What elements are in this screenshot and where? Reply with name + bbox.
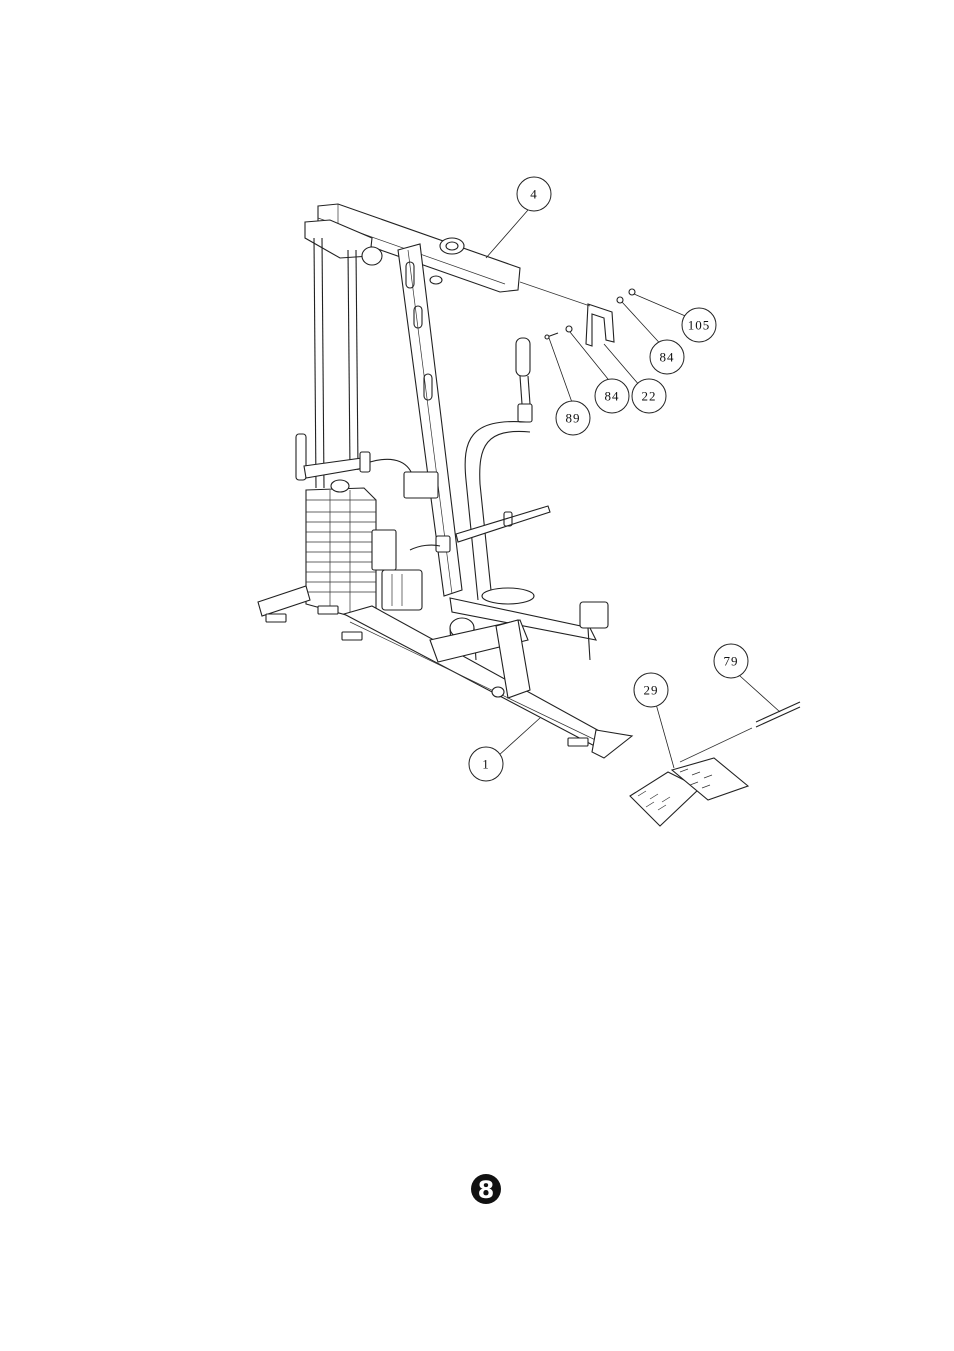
callout-29: 29 (634, 673, 668, 707)
svg-text:4: 4 (530, 187, 538, 202)
weight-stack (306, 480, 376, 616)
page-number-badge: 8 (471, 1174, 501, 1204)
callout-84-upper: 84 (650, 340, 684, 374)
svg-text:84: 84 (660, 350, 675, 365)
gym-frame-drawing (258, 204, 632, 758)
callout-84-lower: 84 (595, 379, 629, 413)
callout-79: 79 (714, 644, 748, 678)
svg-text:1: 1 (482, 757, 490, 772)
svg-text:105: 105 (688, 318, 711, 333)
foot-plates (630, 758, 748, 826)
svg-text:84: 84 (605, 389, 620, 404)
svg-text:8: 8 (478, 1176, 495, 1204)
callout-22: 22 (632, 379, 666, 413)
svg-text:22: 22 (642, 389, 657, 404)
callout-105: 105 (682, 308, 716, 342)
svg-text:89: 89 (566, 411, 581, 426)
callout-4: 4 (517, 177, 551, 211)
callout-1: 1 (469, 747, 503, 781)
svg-text:79: 79 (724, 654, 739, 669)
svg-text:29: 29 (644, 683, 659, 698)
callout-89: 89 (556, 401, 590, 435)
pin-79 (680, 702, 800, 762)
hardware-parts (520, 282, 635, 346)
